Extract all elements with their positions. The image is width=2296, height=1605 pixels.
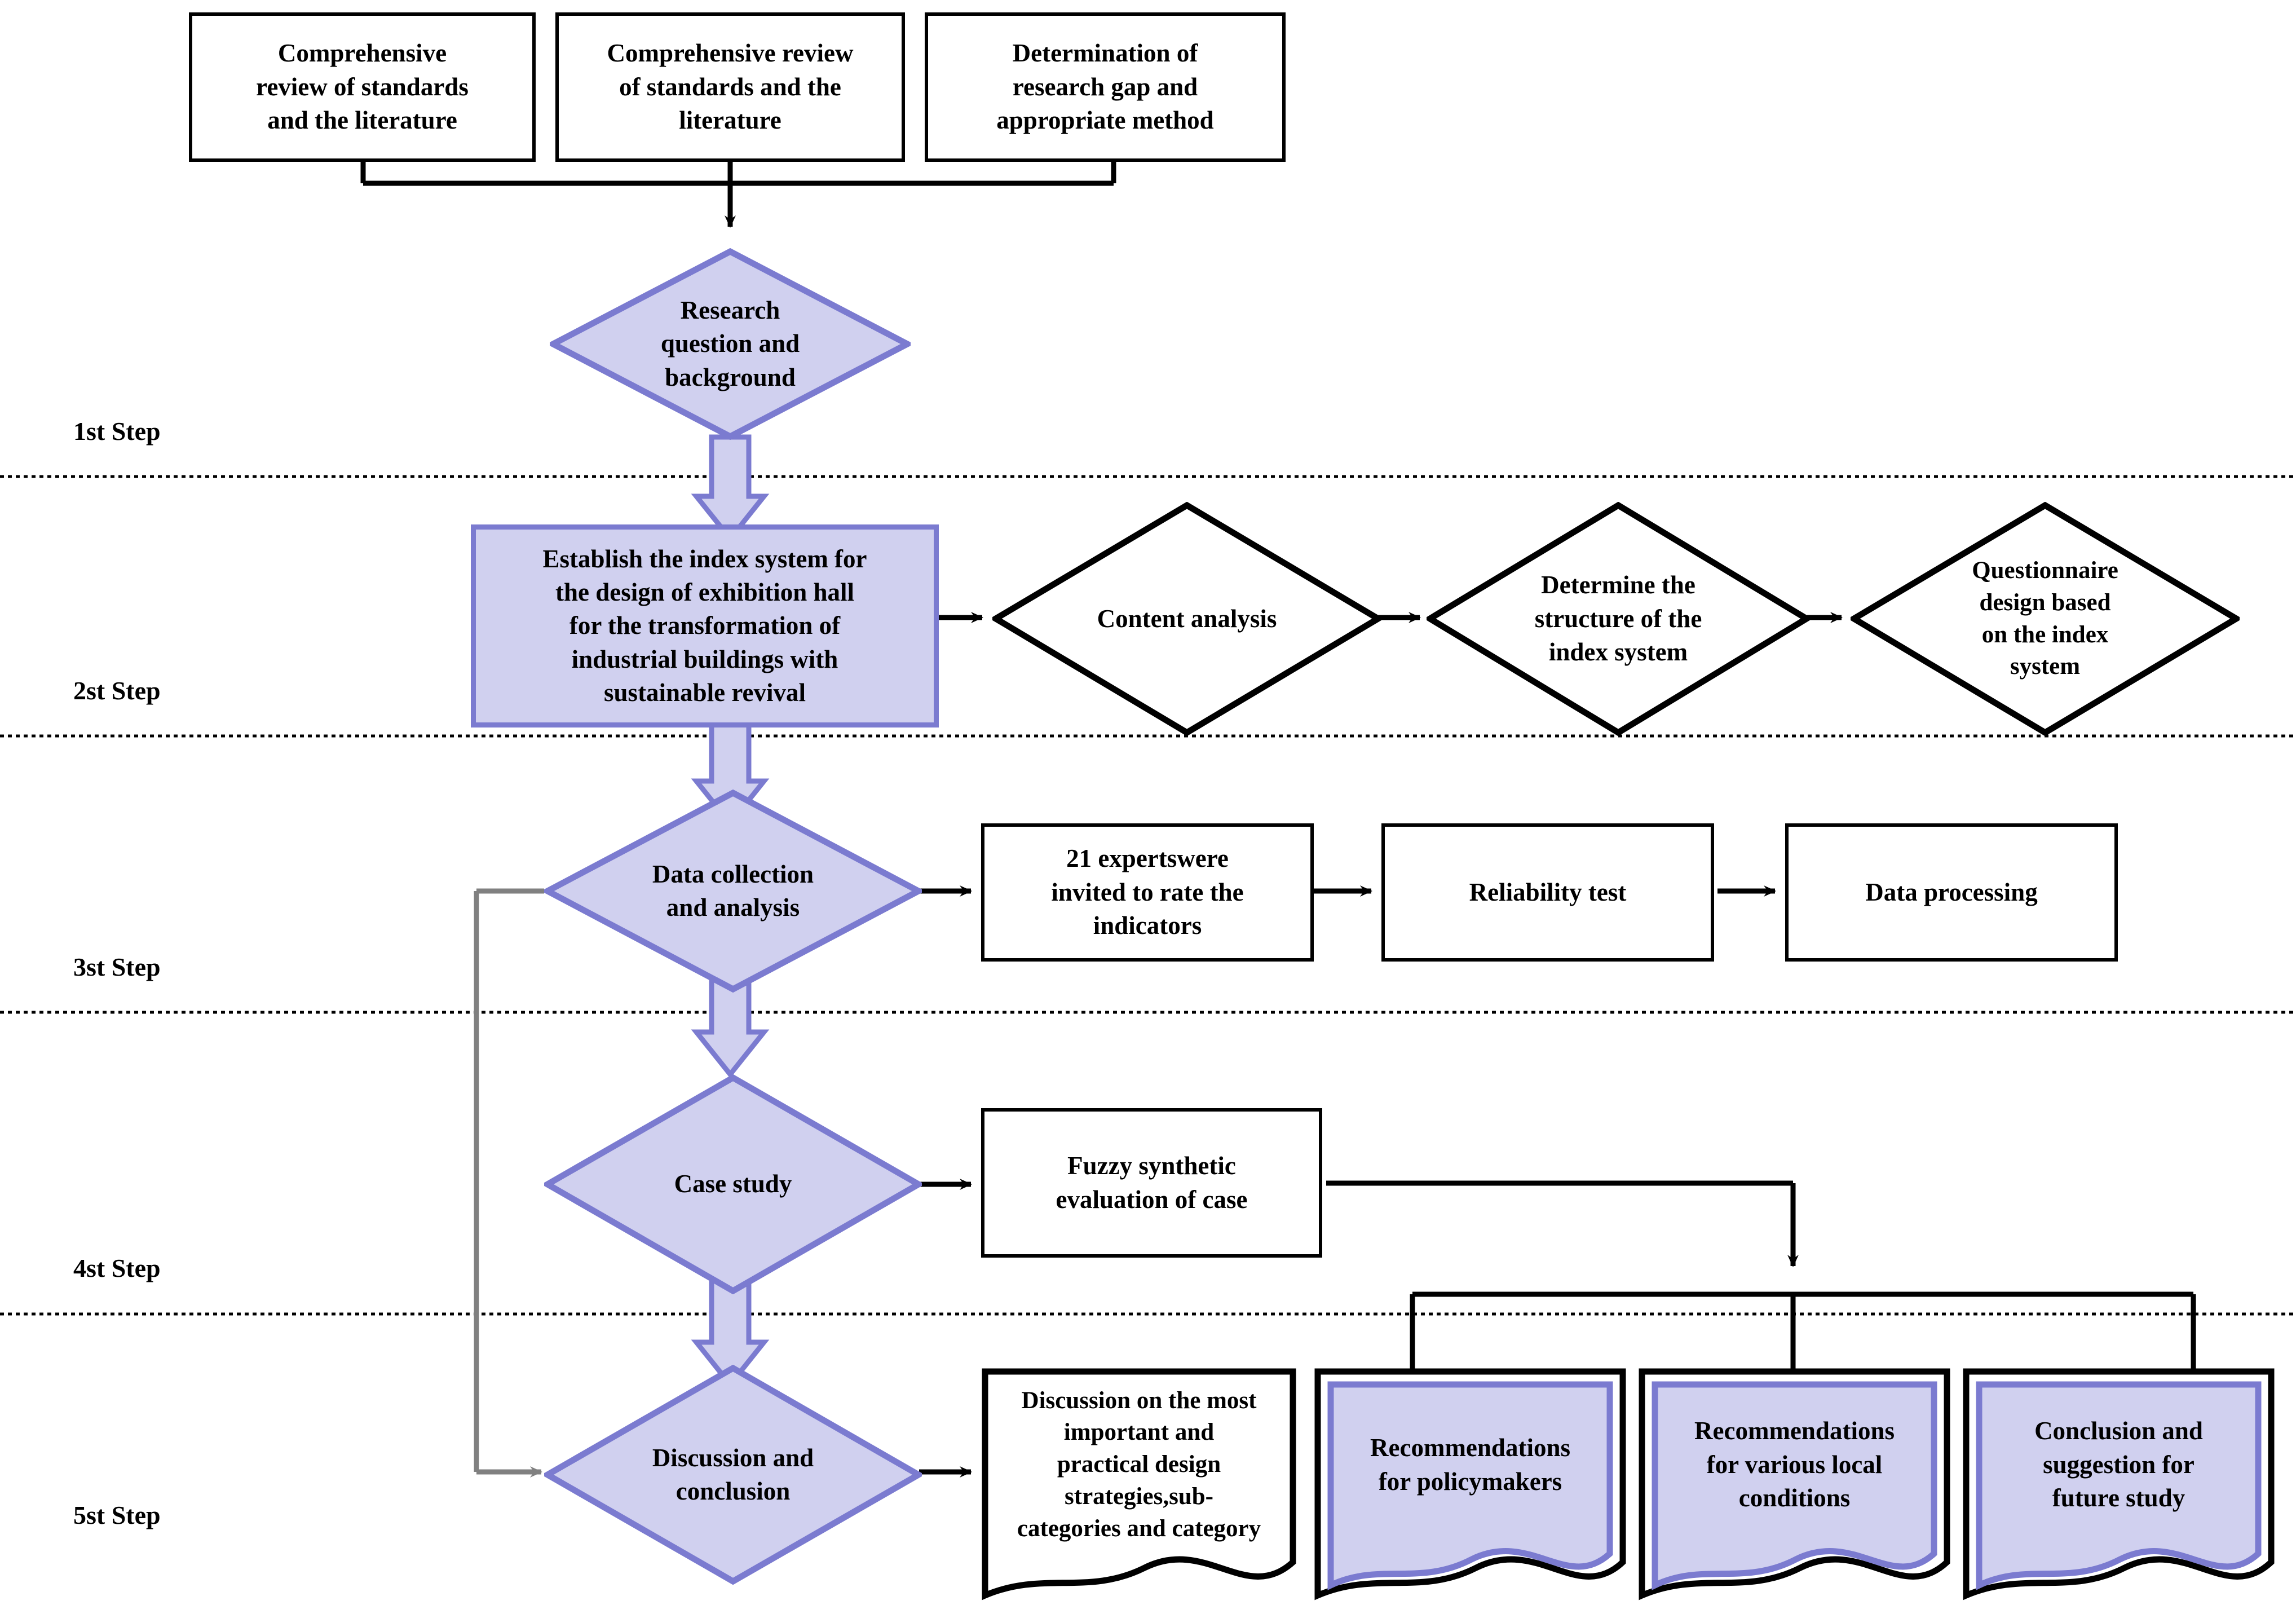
box-21-experts: 21 expertswere invited to rate the indic… xyxy=(981,823,1314,962)
box-reliability-test: Reliability test xyxy=(1381,823,1714,962)
diamond-shape xyxy=(1848,501,2242,737)
fuzzy-to-documents-connector xyxy=(1326,1180,2196,1369)
diamond-determine-structure: Determine the structure of the index sys… xyxy=(1424,501,1813,737)
step-label-5: 5st Step xyxy=(73,1501,161,1529)
diamond-shape xyxy=(541,789,925,993)
diamond-research-question: Research question and background xyxy=(546,248,914,440)
diamond-discussion-conclusion: Discussion and conclusion xyxy=(541,1364,925,1585)
feedback-loop-connector xyxy=(474,888,544,1478)
diamond-shape xyxy=(1424,501,1813,737)
document-shape xyxy=(1639,1368,1950,1600)
box-establish-index-system: Establish the index system for the desig… xyxy=(471,524,939,727)
step-divider-lines xyxy=(0,475,2296,1316)
document-recommendations-policymakers: Recommendations for policymakers xyxy=(1314,1368,1627,1604)
diamond-shape xyxy=(541,1074,925,1295)
diamond-questionnaire-design: Questionnaire design based on the index … xyxy=(1848,501,2242,737)
step-label-3: 3st Step xyxy=(73,953,161,981)
diamond-shape xyxy=(990,501,1384,737)
input-box-literature-review-1: Comprehensive review of standards and th… xyxy=(189,12,536,162)
document-shape xyxy=(1963,1368,2275,1600)
document-shape xyxy=(1314,1368,1626,1600)
input-box-literature-review-2: Comprehensive review of standards and th… xyxy=(555,12,905,162)
document-conclusion-future-study: Conclusion and suggestion for future stu… xyxy=(1962,1368,2275,1604)
box-data-processing: Data processing xyxy=(1785,823,2118,962)
input-box-research-gap: Determination of research gap and approp… xyxy=(925,12,1286,162)
research-to-establish-arrow xyxy=(691,434,770,543)
diamond-content-analysis: Content analysis xyxy=(990,501,1384,737)
diamond-shape xyxy=(541,1364,925,1585)
step-label-4: 4st Step xyxy=(73,1254,161,1282)
step-label-1: 1st Step xyxy=(73,417,161,446)
document-discussion-strategies: Discussion on the most important and pra… xyxy=(981,1368,1297,1604)
diamond-case-study: Case study xyxy=(541,1074,925,1295)
diamond-shape xyxy=(546,248,914,440)
diamond-data-collection: Data collection and analysis xyxy=(541,789,925,993)
inputs-to-research-connector xyxy=(360,161,1116,228)
step-label-2: 2st Step xyxy=(73,676,161,705)
box-fuzzy-evaluation: Fuzzy synthetic evaluation of case xyxy=(981,1108,1322,1258)
document-shape xyxy=(982,1368,1296,1600)
document-recommendations-local-conditions: Recommendations for various local condit… xyxy=(1638,1368,1951,1604)
